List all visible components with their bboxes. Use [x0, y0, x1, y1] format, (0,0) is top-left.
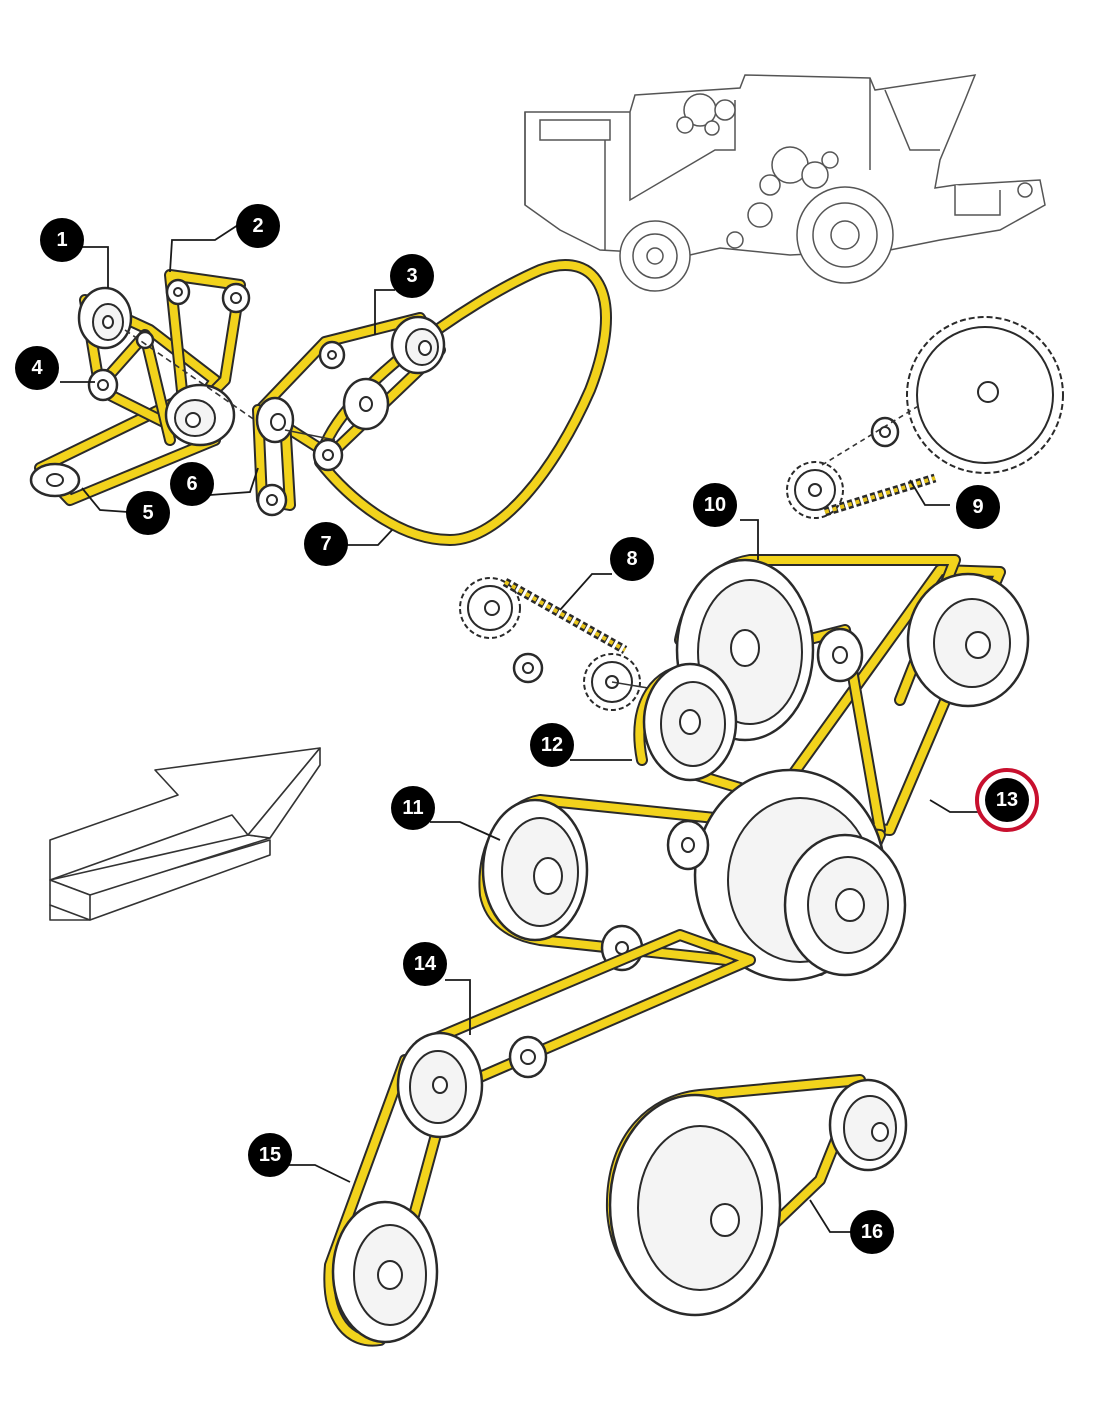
callout-1: 1 [40, 218, 84, 262]
svg-text:10: 10 [704, 494, 726, 516]
svg-text:3: 3 [406, 265, 417, 287]
callout-9: 9 [956, 485, 1000, 529]
callout-7: 7 [304, 522, 348, 566]
combine-harvester-sketch [524, 74, 1046, 292]
svg-text:15: 15 [259, 1144, 281, 1166]
callout-8: 8 [610, 537, 654, 581]
leader-lines [60, 224, 982, 1233]
svg-text:4: 4 [31, 357, 43, 379]
callout-11: 11 [391, 786, 435, 830]
svg-text:16: 16 [861, 1221, 883, 1243]
callout-3: 3 [390, 254, 434, 298]
belt-group-center [252, 259, 612, 546]
callout-4: 4 [15, 346, 59, 390]
svg-text:7: 7 [320, 533, 331, 555]
belt-group-main [478, 554, 1030, 982]
svg-text:11: 11 [402, 797, 423, 819]
callout-16: 16 [850, 1210, 894, 1254]
callout-2: 2 [236, 204, 280, 248]
direction-arrow [49, 747, 321, 921]
svg-text:8: 8 [626, 548, 637, 570]
callout-15: 15 [248, 1133, 292, 1177]
callout-12: 12 [530, 723, 574, 767]
svg-text:1: 1 [56, 229, 67, 251]
chain-drive-8 [459, 577, 661, 711]
callout-14: 14 [403, 942, 447, 986]
callout-6: 6 [170, 462, 214, 506]
callout-10: 10 [693, 483, 737, 527]
chain-drive-9 [786, 316, 1064, 519]
belt-group-left [29, 269, 263, 506]
svg-text:2: 2 [252, 215, 263, 237]
callout-5: 5 [126, 491, 170, 535]
callouts: 1 2 3 4 5 6 7 8 [15, 204, 1039, 1254]
belt-group-16 [605, 1074, 908, 1317]
svg-text:5: 5 [142, 502, 153, 524]
belt-group-lower-left [323, 929, 756, 1347]
svg-text:6: 6 [186, 473, 197, 495]
svg-text:13: 13 [996, 789, 1018, 811]
svg-text:9: 9 [972, 496, 983, 518]
svg-text:12: 12 [541, 734, 563, 756]
callout-13: 13 [975, 768, 1039, 832]
svg-text:14: 14 [414, 953, 437, 975]
